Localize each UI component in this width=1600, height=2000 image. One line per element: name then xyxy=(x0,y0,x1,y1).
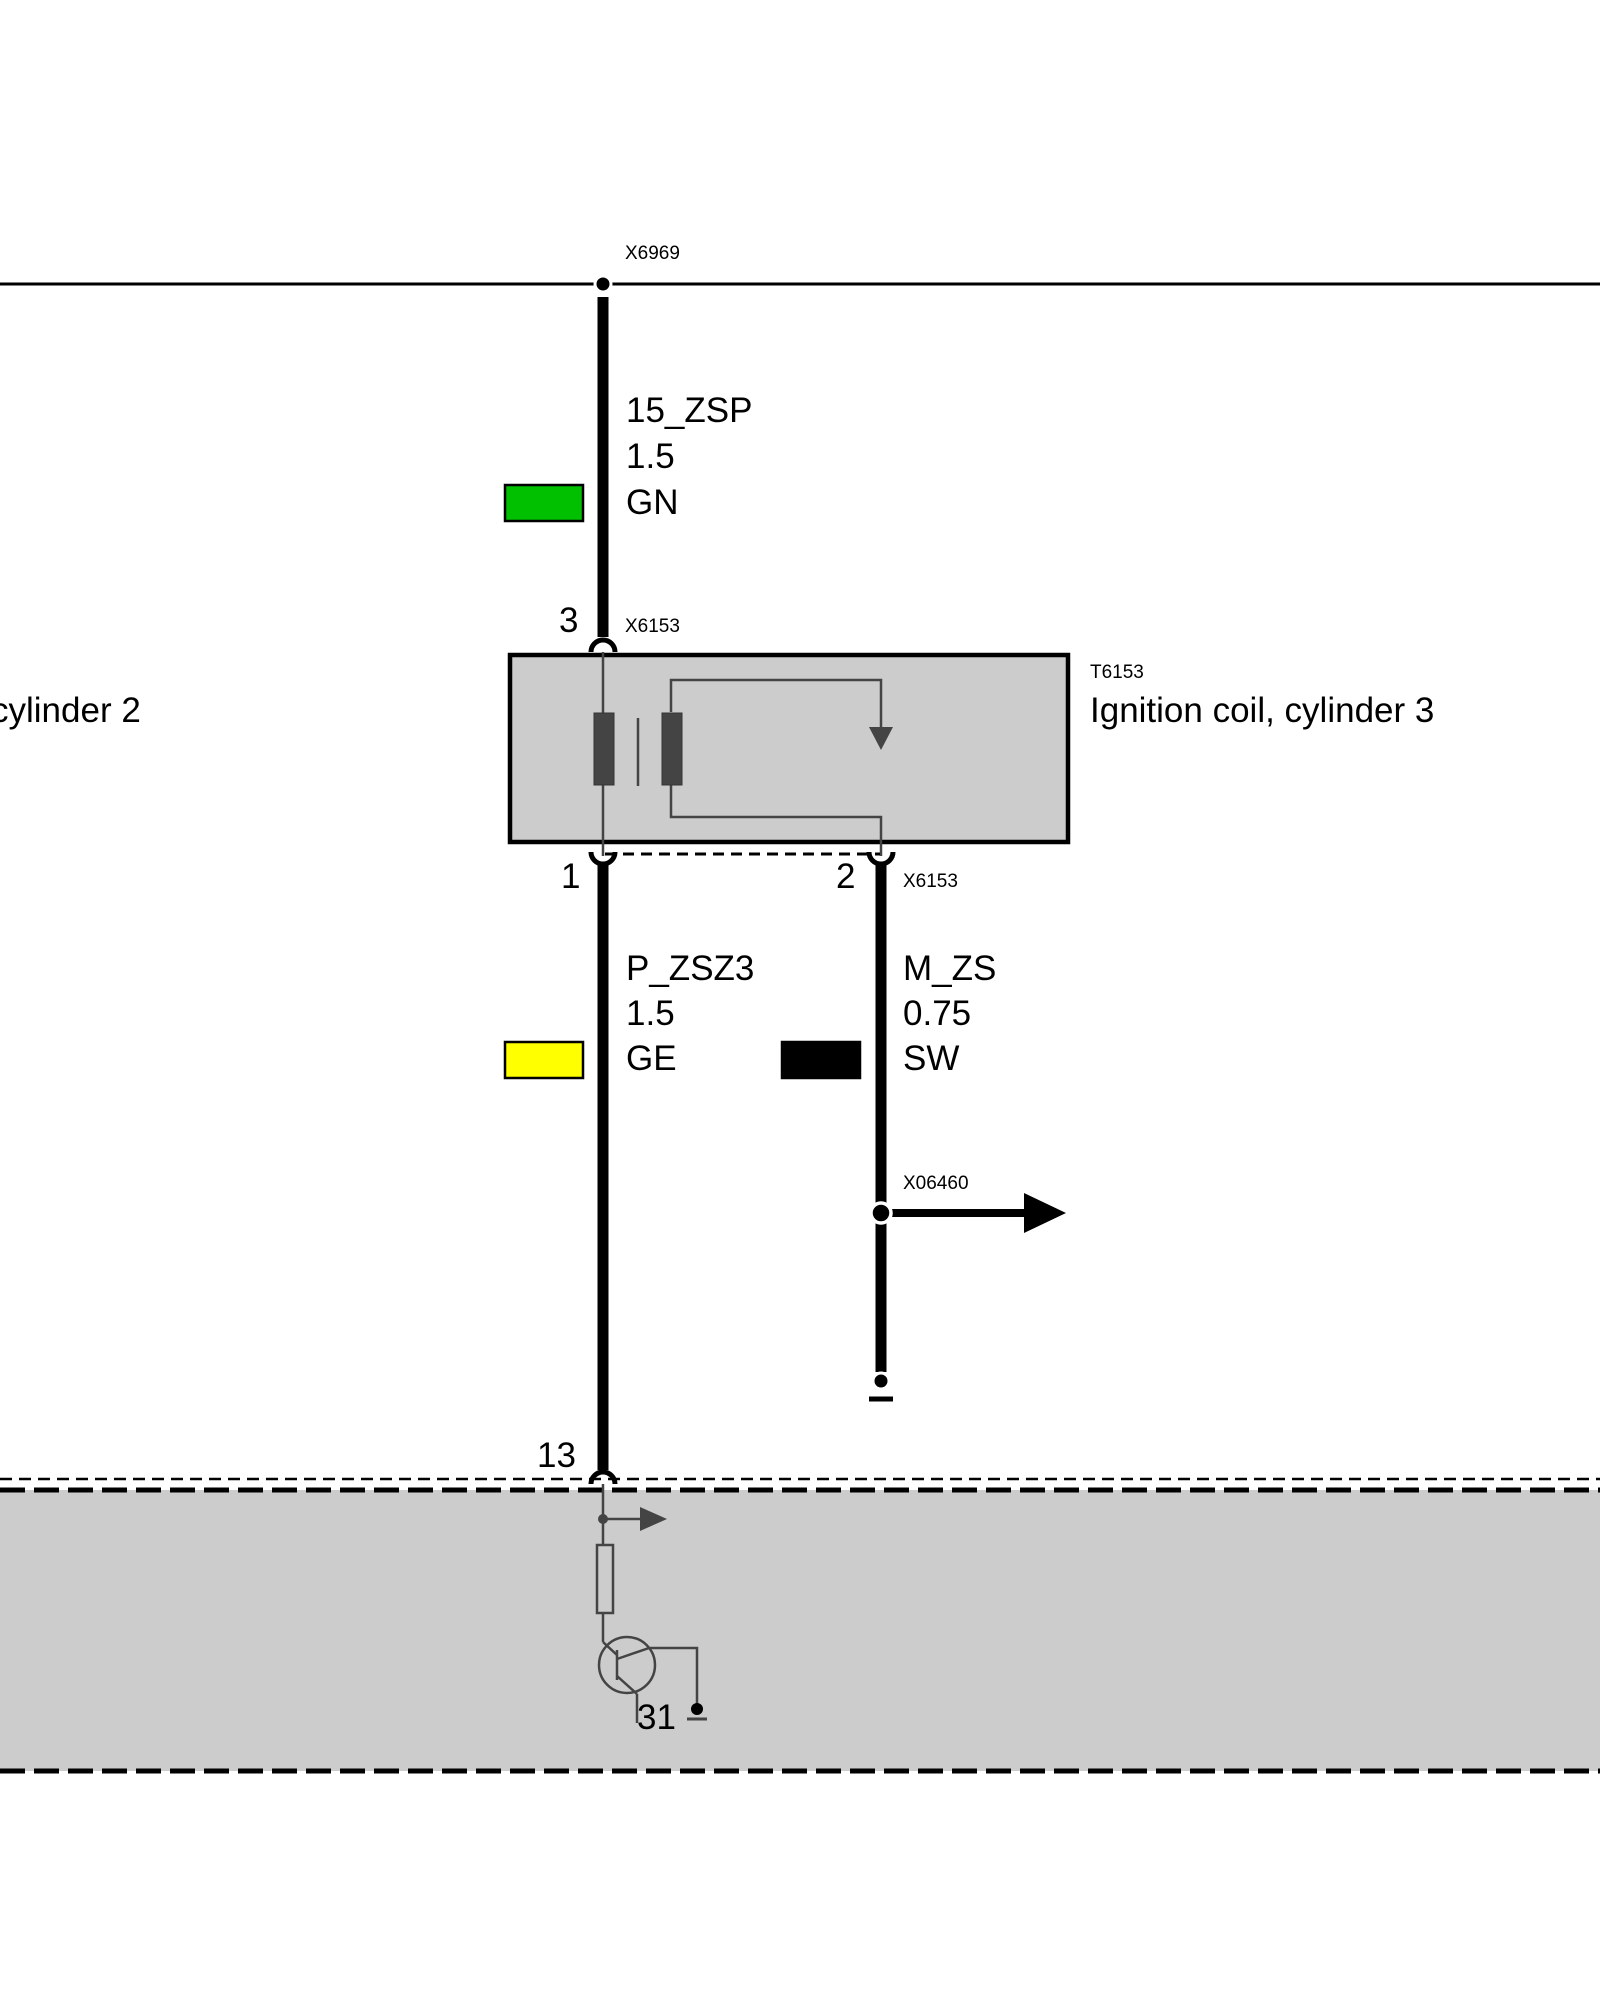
ecu-region xyxy=(0,1490,1600,1771)
ground-wire-color-swatch xyxy=(780,1040,862,1080)
pin13-number: 13 xyxy=(537,1436,576,1475)
supply-wire-signal: 15_ZSP xyxy=(626,391,752,430)
ignition-coil-name: Ignition coil, cylinder 3 xyxy=(1090,691,1434,730)
ground-wire-color-code: SW xyxy=(903,1039,959,1078)
ground-splice-label: X06460 xyxy=(903,1173,969,1194)
ignition-wire-gauge: 1.5 xyxy=(626,994,675,1033)
ground-wire-gauge: 0.75 xyxy=(903,994,971,1033)
ignition-coil-id: T6153 xyxy=(1090,662,1144,683)
spark-arrow-icon xyxy=(869,727,893,750)
pin3-number: 3 xyxy=(559,601,578,640)
pin13-connector-symbol xyxy=(588,1469,618,1485)
supply-wire-gauge: 1.5 xyxy=(626,437,675,476)
secondary-winding xyxy=(661,712,683,786)
top-splice-label: X6969 xyxy=(625,243,680,264)
ground-wire-signal: M_ZS xyxy=(903,949,996,988)
supply-wire-color-swatch xyxy=(503,483,585,523)
continuation-arrow-icon xyxy=(1024,1193,1066,1233)
ignition-wire-signal: P_ZSZ3 xyxy=(626,949,754,988)
ecu-signal-arrow-icon xyxy=(640,1507,667,1531)
neighbor-component-label: cylinder 2 xyxy=(0,691,141,730)
pin3-connector-symbol xyxy=(588,637,618,653)
pin3-connector-label: X6153 xyxy=(625,616,680,637)
ground-end-dot xyxy=(871,1371,891,1391)
primary-winding xyxy=(593,712,615,786)
ecu-ground-dot xyxy=(691,1703,703,1715)
top-splice-dot xyxy=(593,274,613,294)
ignition-wire-color-code: GE xyxy=(626,1039,677,1078)
ecu-ground-terminal-label: 31 xyxy=(637,1698,676,1737)
pin1-number: 1 xyxy=(561,857,580,896)
ground-splice-dot xyxy=(869,1201,893,1225)
bottom-connector-label: X6153 xyxy=(903,871,958,892)
ignition-wire-color-swatch xyxy=(503,1040,585,1080)
supply-wire-color-code: GN xyxy=(626,483,679,522)
pin2-number: 2 xyxy=(836,857,855,896)
driver-circuit xyxy=(595,1484,707,1723)
ecu-junction-dot xyxy=(598,1514,608,1524)
